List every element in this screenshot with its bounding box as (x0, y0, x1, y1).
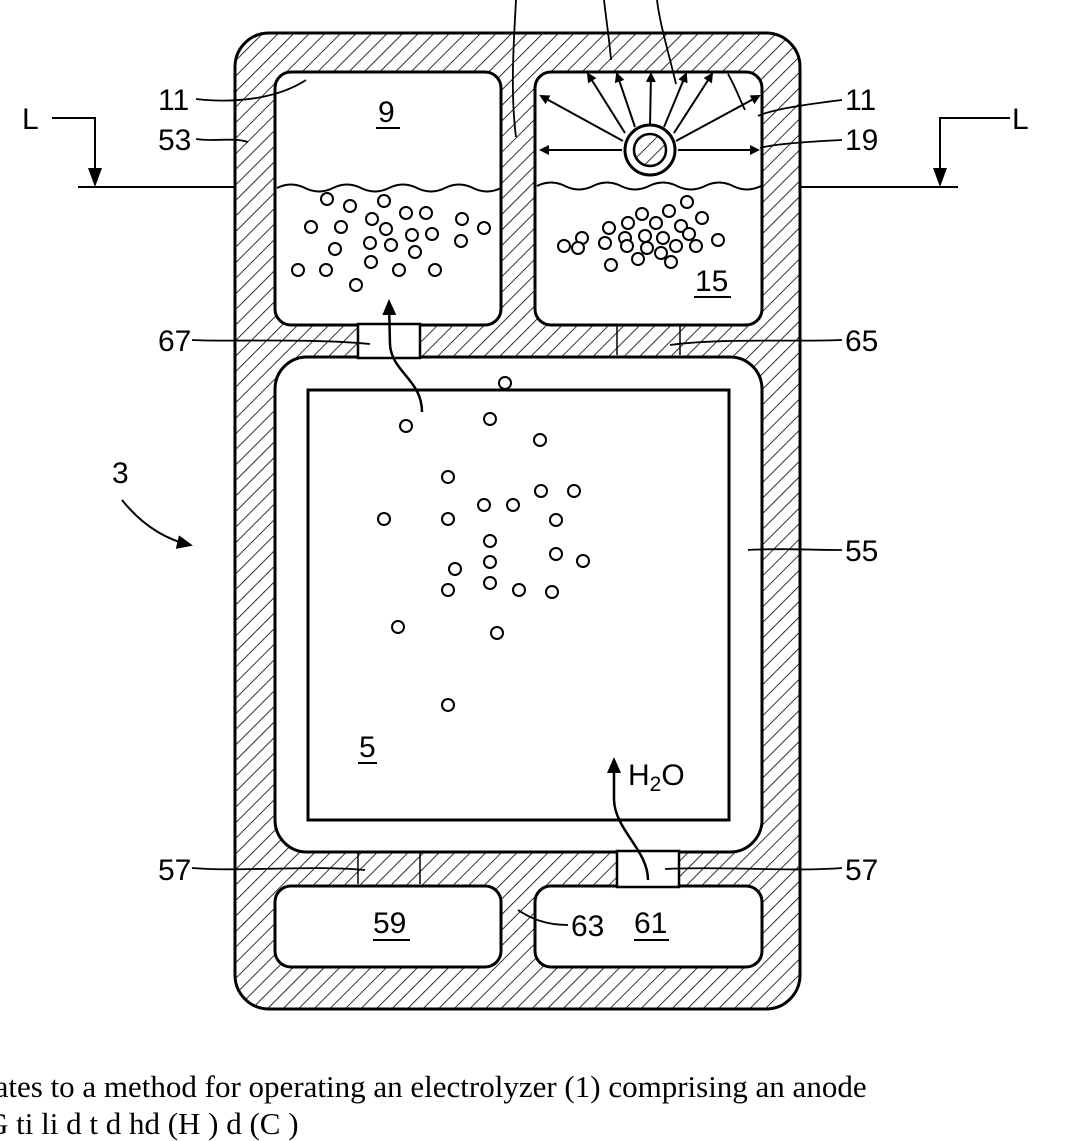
label-57-right: 57 (845, 854, 878, 887)
caption-line-2: G ti li d t d hd (H ) d (C ) (0, 1108, 1088, 1139)
label-55: 55 (845, 535, 878, 568)
caption-line-1: lates to a method for operating an elect… (0, 1071, 1088, 1102)
ref-arrow-3 (122, 500, 190, 545)
label-53: 53 (158, 124, 191, 157)
label-section-L-left: L (22, 103, 39, 136)
section-arrow-right (933, 168, 947, 187)
label-57-left: 57 (158, 854, 191, 887)
label-65: 65 (845, 325, 878, 358)
label-15: 15 (695, 265, 728, 298)
label-11-left: 11 (158, 84, 189, 117)
element-19-core (634, 134, 666, 166)
label-5: 5 (359, 731, 376, 764)
label-section-L-right: L (1012, 103, 1029, 136)
label-3: 3 (112, 457, 129, 490)
section-arrow-left (88, 168, 102, 187)
label-19: 19 (845, 124, 878, 157)
label-59: 59 (373, 907, 406, 940)
label-9: 9 (378, 96, 395, 129)
label-63: 63 (571, 910, 604, 943)
label-11-right: 11 (845, 84, 876, 117)
label-67: 67 (158, 325, 191, 358)
label-61: 61 (634, 907, 667, 940)
